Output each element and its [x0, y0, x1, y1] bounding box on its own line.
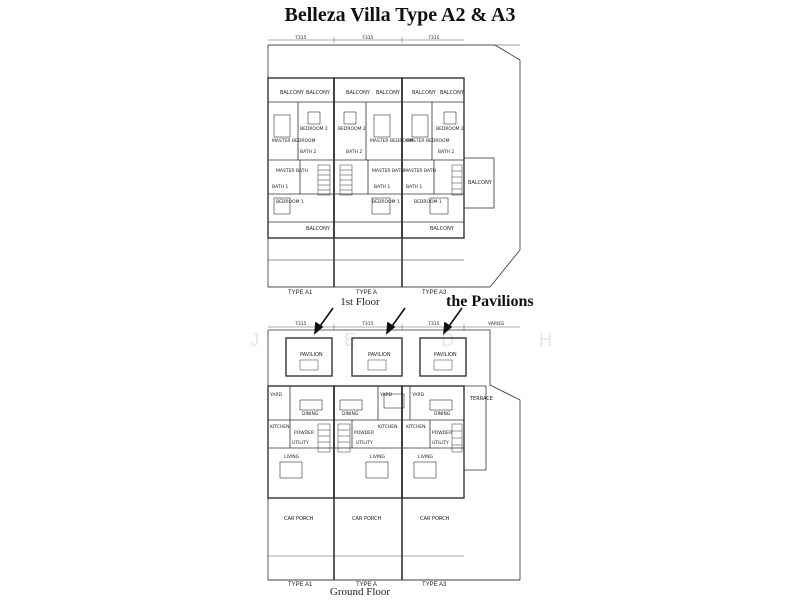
ground-floor-plan	[267, 324, 521, 581]
unit-type-label: TYPE A3	[422, 582, 447, 588]
first-floor-caption: 1st Floor	[340, 296, 380, 308]
room-label: BALCONY	[280, 90, 305, 96]
dim-label: 7315	[428, 321, 440, 327]
room-label: BATH 1	[272, 184, 288, 190]
unit-type-label: TYPE A1	[288, 582, 313, 588]
room-label: BATH 2	[346, 149, 362, 155]
room-label: BALCONY	[412, 90, 437, 96]
first-floor-labels: 7315 7315 7315 BALCONY BALCONY BALCONY B…	[272, 35, 493, 296]
room-label: LIVING	[418, 454, 434, 460]
room-label: KITCHEN	[270, 424, 290, 430]
room-label: YARD	[379, 392, 393, 398]
page-title: Belleza Villa Type A2 & A3	[284, 4, 516, 26]
room-label: DINING	[302, 411, 319, 417]
room-label: MASTER BEDROOM	[272, 138, 316, 144]
room-label: MASTER BATH	[372, 168, 404, 174]
dim-label: 7315	[295, 321, 307, 327]
dim-label: 7315	[295, 35, 307, 41]
unit-type-label: TYPE A	[356, 290, 377, 296]
room-label: DINING	[434, 411, 451, 417]
room-label: BEDROOM 2	[338, 126, 366, 132]
room-label: BATH 2	[438, 149, 454, 155]
pavilion-arrows	[314, 307, 463, 335]
room-label: BATH 1	[406, 184, 422, 190]
room-label: UTILITY	[292, 440, 309, 446]
first-floor-plan	[267, 37, 521, 288]
room-label: BEDROOM 2	[436, 126, 464, 132]
room-label: BEDROOM 1	[276, 199, 304, 205]
room-label: BATH 1	[374, 184, 390, 190]
dim-label: 7315	[362, 321, 374, 327]
room-label: POWDER	[354, 430, 374, 436]
room-label: TERRACE	[469, 396, 493, 402]
room-label: PAVILION	[368, 352, 391, 358]
room-label: BALCONY	[346, 90, 371, 96]
ground-floor-caption: Ground Floor	[329, 586, 391, 598]
room-label: BATH 2	[300, 149, 316, 155]
unit-type-label: TYPE A3	[422, 290, 447, 296]
room-label: MASTER BEDROOM	[406, 138, 450, 144]
room-label: YARD	[269, 392, 283, 398]
room-label: BEDROOM 1	[372, 199, 400, 205]
dim-label: 7315	[362, 35, 374, 41]
room-label: LIVING	[370, 454, 386, 460]
room-label: BALCONY	[306, 226, 331, 232]
room-label: BALCONY	[306, 90, 331, 96]
room-label: UTILITY	[356, 440, 373, 446]
room-label: BEDROOM 1	[414, 199, 442, 205]
ground-floor-labels: 7315 7315 7315 VARIES PAVILION PAVILION …	[269, 321, 504, 588]
room-label: MASTER BEDROOM	[370, 138, 414, 144]
room-label: PAVILION	[300, 352, 323, 358]
room-label: KITCHEN	[378, 424, 398, 430]
room-label: KITCHEN	[406, 424, 426, 430]
room-label: MASTER BATH	[404, 168, 436, 174]
room-label: BALCONY	[468, 180, 493, 186]
room-label: LIVING	[284, 454, 300, 460]
watermark: J E D H	[250, 330, 593, 350]
room-label: DINING	[342, 411, 359, 417]
room-label: YARD	[411, 392, 425, 398]
room-label: BEDROOM 2	[300, 126, 328, 132]
room-label: CAR PORCH	[284, 516, 314, 522]
room-label: POWDER	[294, 430, 314, 436]
room-label: CAR PORCH	[420, 516, 450, 522]
room-label: PAVILION	[434, 352, 457, 358]
room-label: BALCONY	[430, 226, 455, 232]
pavilions-callout: the Pavilions	[446, 293, 534, 310]
dim-label: VARIES	[488, 321, 504, 327]
room-label: BALCONY	[376, 90, 401, 96]
room-label: MASTER BATH	[276, 168, 308, 174]
unit-type-label: TYPE A	[356, 582, 377, 588]
room-label: CAR PORCH	[352, 516, 382, 522]
room-label: POWDER	[432, 430, 452, 436]
room-label: UTILITY	[432, 440, 449, 446]
room-label: BALCONY	[440, 90, 465, 96]
unit-type-label: TYPE A1	[288, 290, 313, 296]
dim-label: 7315	[428, 35, 440, 41]
